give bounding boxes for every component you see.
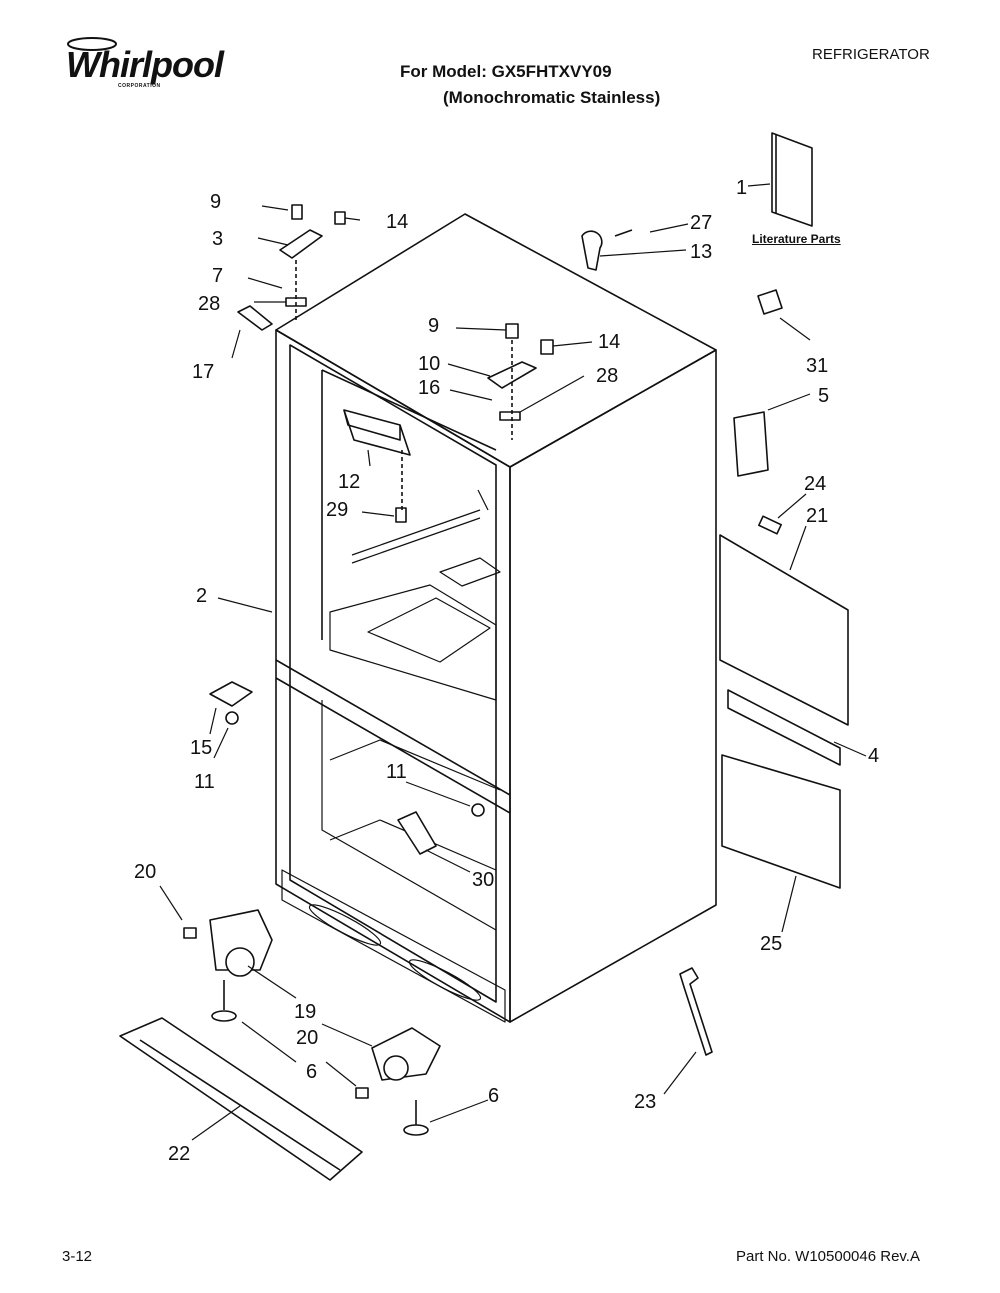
callout-5: 5 bbox=[818, 385, 829, 407]
callout-22: 22 bbox=[168, 1143, 190, 1165]
logo-swirl-icon bbox=[67, 37, 117, 51]
clip-31-icon bbox=[757, 289, 783, 315]
bracket-30-icon bbox=[397, 811, 437, 855]
callout-2: 2 bbox=[196, 585, 207, 607]
callout-25: 25 bbox=[760, 933, 782, 955]
literature-booklet-icon bbox=[771, 132, 813, 227]
callout-20: 20 bbox=[134, 861, 156, 883]
leveling-leg-right-icon bbox=[403, 1100, 429, 1136]
leveling-leg-left-icon bbox=[211, 980, 237, 1022]
wrench-23-icon bbox=[679, 967, 713, 1056]
callout-3: 3 bbox=[212, 228, 223, 250]
callout-15: 15 bbox=[190, 737, 212, 759]
callout-21: 21 bbox=[806, 505, 828, 527]
callout-16: 16 bbox=[418, 377, 440, 399]
callout-13: 13 bbox=[690, 241, 712, 263]
callout-17: 17 bbox=[192, 361, 214, 383]
refrigerator-cabinet bbox=[275, 213, 717, 1023]
toe-grille-22-icon bbox=[119, 1017, 363, 1181]
roller-assembly-right-icon bbox=[355, 1027, 441, 1099]
callout-31: 31 bbox=[806, 355, 828, 377]
callout-23: 23 bbox=[634, 1091, 656, 1113]
screw-11-icon bbox=[471, 803, 485, 817]
callout-14: 14 bbox=[386, 211, 408, 233]
control-housing-12-icon bbox=[343, 409, 411, 523]
top-right-hinge-icon bbox=[487, 323, 554, 440]
category-label: REFRIGERATOR bbox=[812, 46, 930, 63]
callout-28b: 28 bbox=[596, 365, 618, 387]
callout-9: 9 bbox=[210, 191, 221, 213]
center-hinge-15-icon bbox=[209, 681, 253, 725]
callout-27: 27 bbox=[690, 212, 712, 234]
cover-25-icon bbox=[721, 754, 841, 889]
hinge-cap-13-icon bbox=[581, 229, 633, 271]
callout-1: 1 bbox=[736, 177, 747, 199]
callout-19: 19 bbox=[294, 1001, 316, 1023]
callout-11: 11 bbox=[194, 771, 215, 793]
page-code: 3-12 bbox=[62, 1248, 93, 1265]
rear-grille-21-icon bbox=[719, 515, 849, 726]
model-title: For Model: GX5FHTXVY09 bbox=[400, 62, 612, 81]
brand-logo-sub: CORPORATION bbox=[118, 83, 161, 89]
callout-12: 12 bbox=[338, 471, 360, 493]
callout-6b: 6 bbox=[488, 1085, 499, 1107]
callout-10: 10 bbox=[418, 353, 440, 375]
kickplate-4-icon bbox=[727, 689, 841, 766]
part-number: Part No. W10500046 Rev.A bbox=[736, 1248, 920, 1265]
leader-lines bbox=[159, 183, 867, 1141]
callout-14b: 14 bbox=[598, 331, 620, 353]
callout-20b: 20 bbox=[296, 1027, 318, 1049]
callout-29: 29 bbox=[326, 499, 348, 521]
callout-7: 7 bbox=[212, 265, 223, 287]
top-left-hinge-icon bbox=[237, 204, 346, 331]
callout-numbers: 1 9 14 27 13 3 7 28 17 9 14 10 28 16 31 … bbox=[134, 177, 879, 1165]
literature-parts-label: Literature Parts bbox=[752, 232, 841, 246]
callout-30: 30 bbox=[472, 869, 494, 891]
roller-assembly-left-icon bbox=[183, 909, 273, 977]
callout-4: 4 bbox=[868, 745, 879, 767]
finish-subtitle: (Monochromatic Stainless) bbox=[443, 88, 661, 107]
bracket-5-icon bbox=[733, 411, 769, 477]
callout-11b: 11 bbox=[386, 761, 407, 783]
callout-9b: 9 bbox=[428, 315, 439, 337]
callout-28: 28 bbox=[198, 293, 220, 315]
callout-24: 24 bbox=[804, 473, 826, 495]
callout-6: 6 bbox=[306, 1061, 317, 1083]
